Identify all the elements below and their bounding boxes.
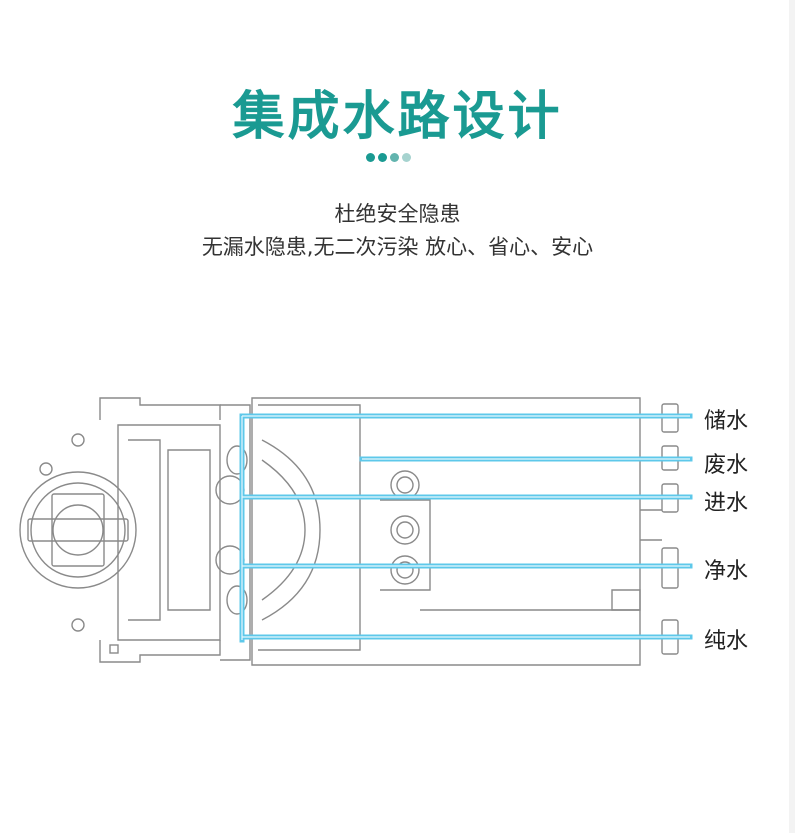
subtitle-line-2: 无漏水隐患,无二次污染 放心、省心、安心 (201, 235, 594, 259)
indicator-dot-4 (402, 153, 411, 162)
page-edge (789, 0, 795, 833)
indicator-dot-1 (366, 153, 375, 162)
port-label-clean: 净水 (704, 559, 749, 584)
left-connector-outer (19, 471, 137, 589)
page-title: 集成水路设计 (232, 87, 563, 147)
pipe-highlights (241, 415, 690, 640)
indicator-dot-3 (390, 153, 399, 162)
port-label-pure: 纯水 (704, 629, 749, 654)
port-label-waste: 废水 (704, 453, 749, 478)
section-indicator (366, 153, 411, 162)
port-label-inlet: 进水 (704, 491, 749, 516)
water-pipes (239, 413, 693, 643)
waterway-diagram (19, 397, 693, 666)
port-label-storage: 储水 (704, 409, 749, 434)
subtitle-line-1: 杜绝安全隐患 (334, 202, 461, 226)
indicator-dot-2 (378, 153, 387, 162)
purifier-outline (19, 397, 679, 666)
